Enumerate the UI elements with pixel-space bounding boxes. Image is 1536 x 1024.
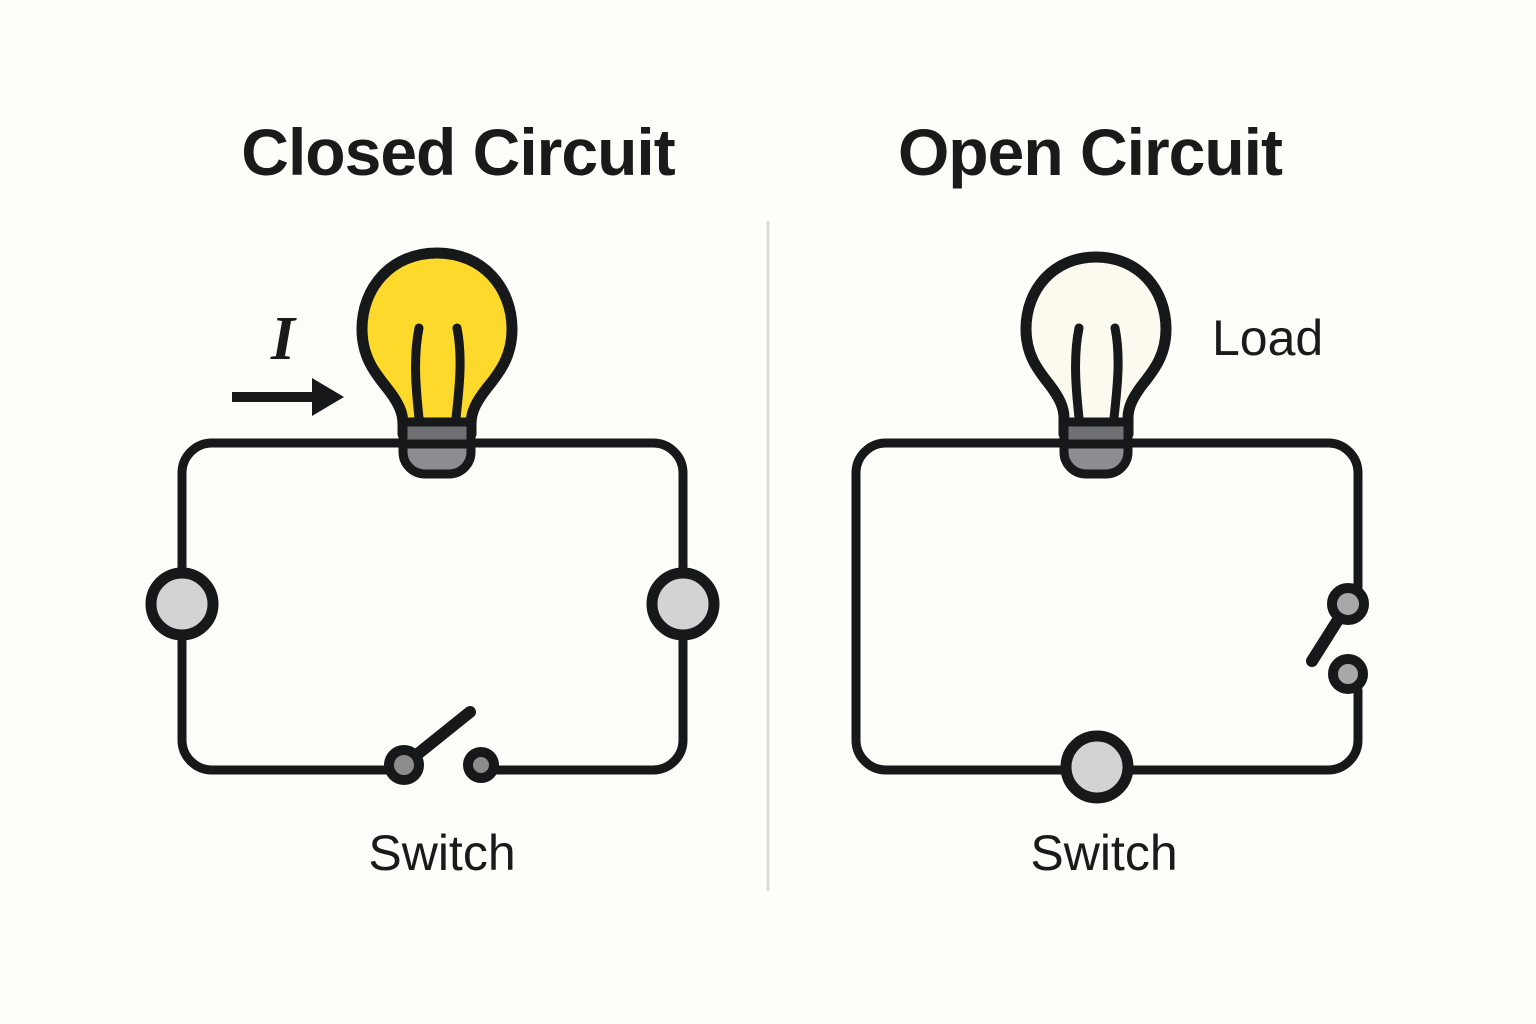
panel-title-open: Open Circuit [898,115,1283,189]
switch-terminal-contact[interactable] [1328,654,1368,694]
switch-terminal-pivot[interactable] [384,745,424,785]
bulb-base-lower [398,439,476,479]
terminal-right[interactable] [646,567,720,641]
open-circuit-wire [851,438,1363,775]
switch-open-panel[interactable] [1306,583,1369,694]
panel-open-circuit: Open Circuit Load Switch [851,115,1369,881]
switch-label-closed: Switch [368,825,515,881]
switch-closed-panel[interactable] [384,706,499,785]
switch-terminal-contact[interactable] [463,747,499,783]
bulb-filament-left [1071,323,1084,423]
terminal-left[interactable] [145,567,219,641]
bulb-lit [356,247,518,479]
bulb-base-lower [1059,439,1133,479]
bulb-filament-right [1109,323,1123,423]
current-symbol-label: I [270,305,297,373]
bulb-filament-right [451,323,465,423]
bulb-unlit [1020,251,1172,479]
current-arrow-head [312,378,344,416]
load-label: Load [1212,310,1323,366]
closed-circuit-wire [177,438,688,775]
closed-terminals [145,567,720,641]
current-indicator: I [232,305,344,416]
terminal-bottom[interactable] [1060,730,1134,804]
panel-closed-circuit: Closed Circuit I [145,115,720,881]
panel-title-closed: Closed Circuit [241,115,675,189]
switch-label-open: Switch [1030,825,1177,881]
bulb-filament-left [411,323,424,423]
switch-terminal-pivot[interactable] [1327,583,1369,625]
